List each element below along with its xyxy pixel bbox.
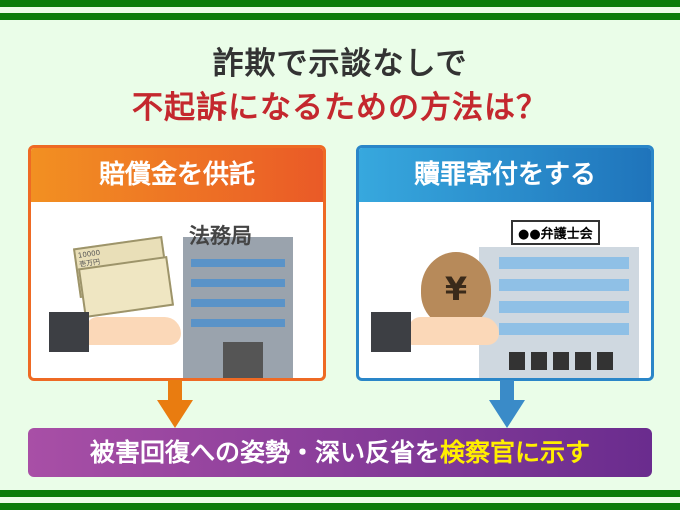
legal-affairs-bureau-building — [183, 237, 293, 378]
method-donation-label: 贖罪寄付をする — [359, 148, 651, 202]
bar-association-building — [479, 247, 639, 378]
money-bag-icon: ¥ — [421, 252, 491, 327]
sleeve-icon — [371, 312, 411, 352]
result-highlight: 検察官に示す — [440, 438, 591, 467]
sleeve-icon — [49, 312, 89, 352]
arrow-down-icon — [157, 380, 193, 428]
donation-illustration: ●●弁護士会 ¥ — [359, 202, 651, 378]
bottom-stripe — [0, 490, 680, 497]
result-banner: 被害回復への姿勢・深い反省を検察官に示す — [28, 428, 652, 477]
bottom-stripe — [0, 503, 680, 510]
method-deposit-label: 賠償金を供託 — [31, 148, 323, 202]
arrow-down-icon — [489, 380, 525, 428]
hand-icon — [86, 317, 181, 345]
result-text: 被害回復への姿勢・深い反省を — [89, 438, 440, 467]
building-sign: 法務局 — [189, 224, 252, 248]
method-donation-panel: 贖罪寄付をする ●●弁護士会 ¥ — [356, 145, 654, 381]
title-line2: 不起訴になるための方法は？ — [132, 90, 548, 126]
title-line1: 詐欺で示談なしで — [212, 46, 468, 82]
top-stripe — [0, 13, 680, 20]
top-stripe — [0, 0, 680, 7]
hand-icon — [409, 317, 499, 345]
building-sign: ●●弁護士会 — [511, 220, 600, 245]
